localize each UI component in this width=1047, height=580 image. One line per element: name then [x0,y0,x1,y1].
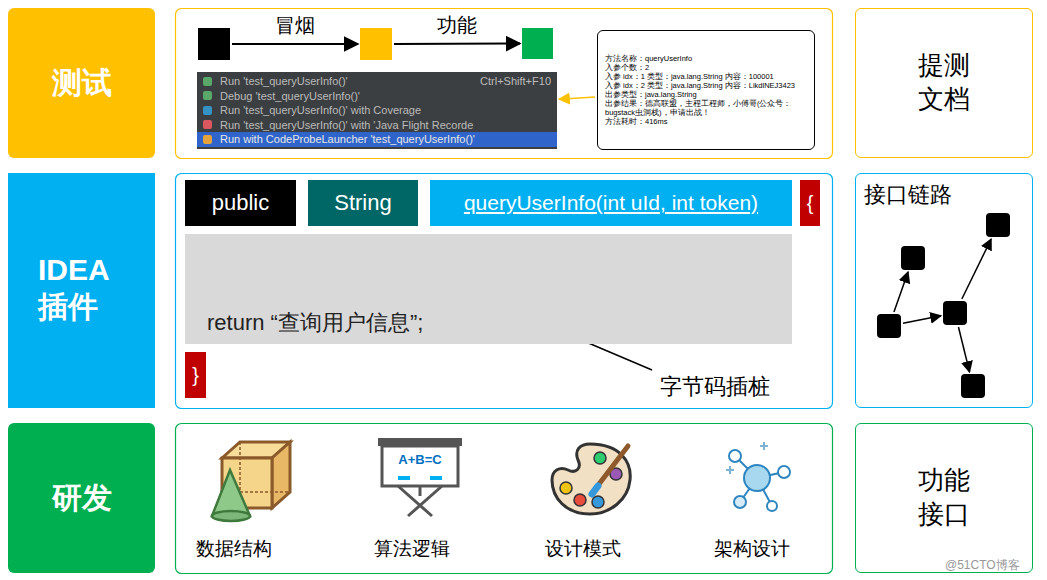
node-text: 功能接口 [917,464,972,532]
icon-caption: 数据结构 [196,536,272,562]
link-node [877,314,901,338]
node-text: 测试 [52,63,112,104]
icon-caption: 设计模式 [545,536,621,562]
side-panel: 功能接口 [855,423,1033,573]
node-text: queryUserInfo(int uId, int token) [464,191,758,215]
code-token: String [308,180,418,226]
menu-row: Run with CodeProbeLauncher 'test_queryUs… [197,132,557,147]
node-text: return “查询用户信息”; [207,308,423,338]
menu-item: Run 'test_queryUserInfo()' [220,75,348,87]
link-node [901,246,925,270]
node-text: 入参 idx：2 类型：java.lang.String 内容：LikdlNEJ… [605,81,807,90]
connector [894,272,908,312]
menu-icon [203,77,212,86]
link-node [986,213,1010,237]
menu-icon [203,135,212,144]
link-node [961,374,985,398]
brace-box: } [185,352,206,398]
section-band: 研发 [8,423,155,573]
stage-square [198,28,230,60]
menu-icon [203,106,212,115]
node-text: 入参 idx：1 类型：java.lang.String 内容：100001 [605,72,807,81]
section-band: IDEA 插件 [8,173,155,408]
menu-item: Run 'test_queryUserInfo()' with Coverage [220,104,421,116]
connector [958,327,969,372]
link-node [943,301,967,325]
connector [962,239,991,299]
menu-row: Run 'test_queryUserInfo()' with Coverage [197,103,557,118]
board-text: A+B=C [384,452,456,467]
stage-square [360,28,392,60]
palette-icon [552,444,630,514]
node-text: } [192,364,199,387]
node-text: 方法名称：queryUserInfo [605,54,807,63]
test-panel [176,9,833,159]
menu-icon [203,91,212,100]
connector [559,97,595,99]
edge-label: 冒烟 [273,12,317,39]
node-text: 研发 [52,478,112,519]
shortcut: Ctrl+Shift+F10 [480,75,551,87]
node-text: 入参个数：2 [605,63,807,72]
code-token: queryUserInfo(int uId, int token) [430,180,792,226]
side-panel: 提测文档 [855,8,1033,158]
icon-caption: 架构设计 [714,536,790,562]
menu-icon [203,120,212,129]
node-text: 出参结果：德高联盟，主程工程师，小傅哥(公众号：bugstack虫洞栈)，申请出… [605,99,807,117]
watermark: @51CTO博客 [945,557,1020,574]
stage-square [522,28,553,59]
whiteboard-icon [378,438,462,516]
node-text: IDEA 插件 [38,253,125,328]
brace-box: { [800,180,820,226]
connector [394,43,520,45]
menu-item: Run with CodeProbeLauncher 'test_queryUs… [220,133,475,145]
edge-label: 功能 [435,12,479,39]
node-text: 接口链路 [864,180,952,210]
node-text: 出参类型：java.lang.String [605,90,807,99]
icon-caption: 算法逻辑 [374,536,450,562]
menu-row: Run 'test_queryUserInfo()' with 'Java Fl… [197,118,557,133]
node-text: public [212,190,269,216]
connector [903,316,941,323]
side-panel: 接口链路 [855,173,1033,408]
dev-panel [176,424,833,574]
ide-menu: Run 'test_queryUserInfo()' Ctrl+Shift+F10… [197,72,557,149]
section-band: 测试 [8,8,155,158]
menu-item: Run 'test_queryUserInfo()' with 'Java Fl… [220,119,473,131]
node-text: 提测文档 [917,49,972,117]
cube-cone-icon [212,442,290,521]
node-text: { [807,192,814,215]
architecture-icon [726,442,790,511]
node-text: String [334,190,391,216]
code-token: public [185,180,296,226]
menu-row: Debug 'test_queryUserInfo()' [197,89,557,104]
plugin-panel [176,174,833,409]
annotation: 字节码插桩 [660,372,770,402]
node-text: 方法耗时：416ms [605,117,807,126]
menu-item: Debug 'test_queryUserInfo()' [220,90,360,102]
method-body: return “查询用户信息”; [185,234,792,344]
menu-row: Run 'test_queryUserInfo()' Ctrl+Shift+F10 [197,74,557,89]
log-box: 方法名称：queryUserInfo入参个数：2入参 idx：1 类型：java… [597,30,815,150]
connector [232,43,358,45]
